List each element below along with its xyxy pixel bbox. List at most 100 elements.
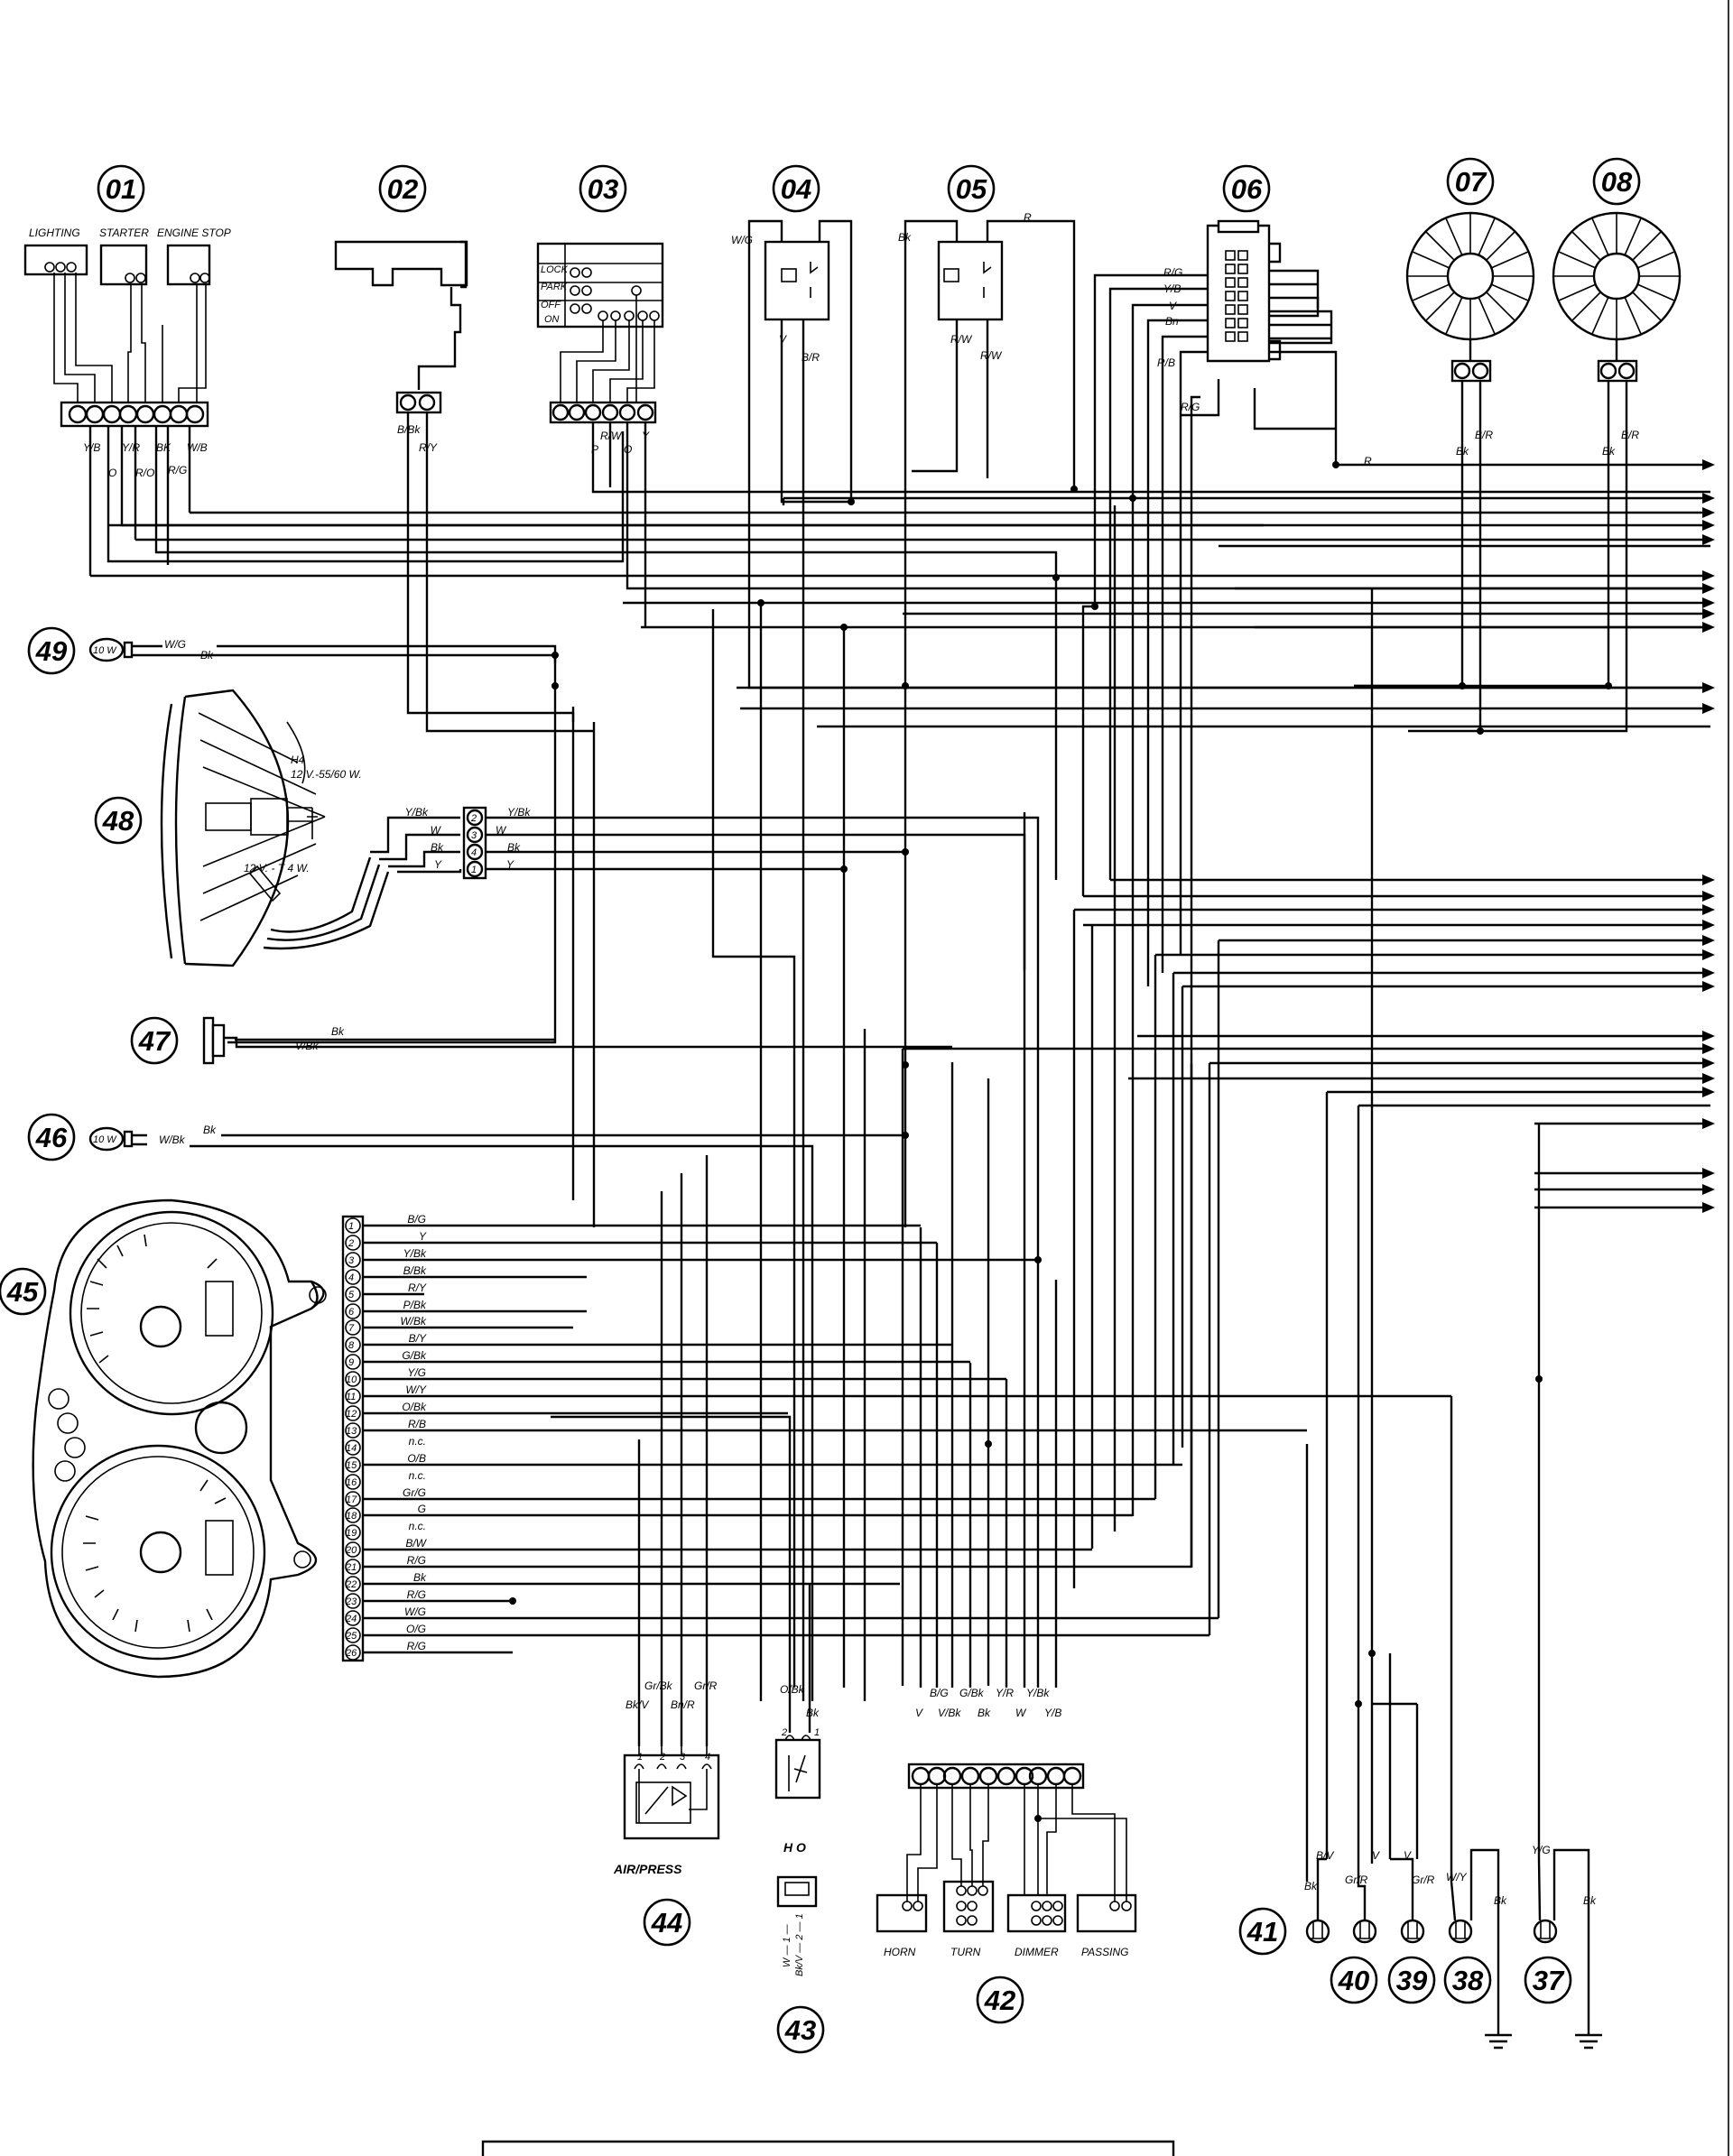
svg-text:08: 08 bbox=[1601, 166, 1633, 198]
junction-dots bbox=[509, 461, 1612, 1822]
component-06-connector bbox=[1081, 219, 1338, 1568]
svg-text:47: 47 bbox=[138, 1025, 171, 1057]
svg-text:H O: H O bbox=[783, 1840, 806, 1855]
dash-pin-wire-label: R/G bbox=[407, 1588, 426, 1601]
svg-text:8: 8 bbox=[348, 1340, 355, 1351]
wire-label: V bbox=[779, 333, 787, 346]
wire-label: O bbox=[108, 467, 116, 479]
wire-label: Y/Bk bbox=[1026, 1687, 1050, 1699]
wire-label: W/Y bbox=[1446, 1871, 1468, 1883]
wire-label: V bbox=[1372, 1849, 1380, 1862]
svg-text:46: 46 bbox=[35, 1122, 68, 1153]
wire-label: V bbox=[1404, 1849, 1412, 1862]
svg-text:39: 39 bbox=[1396, 1965, 1428, 1996]
svg-text:05: 05 bbox=[956, 173, 987, 205]
component-badge-04: 04 bbox=[772, 164, 820, 213]
svg-text:13: 13 bbox=[346, 1426, 357, 1437]
wire-label: W bbox=[1015, 1707, 1027, 1719]
svg-text:22: 22 bbox=[345, 1579, 357, 1590]
component-badge-08: 08 bbox=[1592, 157, 1641, 206]
svg-text:2: 2 bbox=[348, 1238, 354, 1249]
svg-text:42: 42 bbox=[984, 1985, 1015, 2016]
dash-pin-wire-label: O/Bk bbox=[402, 1401, 427, 1413]
component-badge-41: 41 bbox=[1238, 1907, 1287, 1956]
dash-pin-wire-label: n.c. bbox=[409, 1520, 426, 1532]
svg-text:40: 40 bbox=[1338, 1965, 1369, 1996]
wire-label: B/Bk bbox=[397, 423, 421, 436]
wire-label: Bk bbox=[806, 1707, 820, 1719]
dash-pin-wire-label: O/B bbox=[407, 1452, 426, 1465]
dash-connector-wires: B/GYY/BkB/BkR/YP/BkW/BkB/YG/BkY/GW/YO/Bk… bbox=[363, 1213, 1451, 1654]
wire-label: Bk bbox=[1602, 445, 1616, 458]
wire-label: R/B bbox=[1157, 356, 1175, 369]
wire-label: Bk bbox=[898, 231, 912, 244]
wire-label: B/R bbox=[1475, 429, 1493, 441]
wire-label: W/G bbox=[731, 234, 753, 246]
component-badge-49: 49 bbox=[27, 626, 76, 675]
svg-text:5: 5 bbox=[348, 1290, 355, 1300]
wire-label: Bk bbox=[978, 1707, 991, 1719]
svg-text:Y: Y bbox=[506, 858, 514, 871]
svg-text:38: 38 bbox=[1452, 1965, 1484, 1996]
svg-text:10 W: 10 W bbox=[93, 645, 117, 656]
wire-label: Bk bbox=[203, 1124, 217, 1136]
wire-label: R/O bbox=[135, 467, 154, 479]
svg-text:23: 23 bbox=[345, 1596, 357, 1607]
wire-label: R/W bbox=[980, 349, 1003, 362]
wire-label: R bbox=[1024, 211, 1032, 224]
wire-label: Bk bbox=[1304, 1880, 1318, 1892]
dash-pin-wire-label: O/G bbox=[406, 1623, 426, 1635]
dash-connector-labels: 1 2 3 4 5 6 7 8 9 10 11 12 13 14 15 16 1… bbox=[345, 1221, 357, 1659]
svg-text:W — 1 —: W — 1 — bbox=[782, 1923, 792, 1967]
wire-label: Gr/R bbox=[1345, 1874, 1368, 1886]
svg-text:HORN: HORN bbox=[884, 1946, 916, 1958]
svg-text:3: 3 bbox=[680, 1752, 686, 1763]
svg-text:43: 43 bbox=[784, 2014, 816, 2046]
dash-pin-wire-label: R/G bbox=[407, 1640, 426, 1652]
svg-text:9: 9 bbox=[348, 1357, 354, 1368]
wire-label: Y/R bbox=[122, 441, 140, 454]
wire-label: W/G bbox=[164, 638, 186, 651]
wire-label: O/Bk bbox=[780, 1683, 805, 1696]
wire-label: G/Bk bbox=[959, 1687, 985, 1699]
wire-label: B/G bbox=[930, 1687, 949, 1699]
wire-label: Y/B bbox=[1163, 282, 1181, 295]
svg-text:12 V.-55/60 W.: 12 V.-55/60 W. bbox=[291, 768, 362, 781]
page-frame bbox=[481, 0, 1729, 2156]
svg-text:25: 25 bbox=[345, 1631, 357, 1642]
svg-text:Bk: Bk bbox=[507, 841, 521, 854]
component-45-instrument-cluster bbox=[32, 1198, 365, 1679]
component-badge-06: 06 bbox=[1222, 164, 1271, 213]
component-badge-38: 38 bbox=[1443, 1956, 1492, 2004]
wire-label: BK bbox=[156, 441, 171, 454]
svg-text:4: 4 bbox=[348, 1272, 354, 1283]
svg-text:6: 6 bbox=[348, 1307, 355, 1318]
svg-text:1: 1 bbox=[471, 865, 477, 875]
component-badge-03: 03 bbox=[579, 164, 627, 213]
svg-text:15: 15 bbox=[346, 1460, 357, 1471]
component-07-fan bbox=[1354, 211, 1535, 733]
svg-text:LOCK: LOCK bbox=[541, 264, 569, 275]
component-41-sensor bbox=[1305, 1857, 1330, 1944]
wire-label: Bk bbox=[200, 649, 214, 662]
svg-text:Y/Bk: Y/Bk bbox=[405, 806, 429, 819]
wire-label: B/R bbox=[1621, 429, 1639, 441]
wire-label: V/Bk bbox=[295, 1040, 319, 1052]
svg-text:24: 24 bbox=[345, 1614, 357, 1624]
wire-label: Y/G bbox=[1532, 1844, 1551, 1856]
svg-text:04: 04 bbox=[781, 173, 811, 205]
svg-text:2: 2 bbox=[781, 1727, 787, 1738]
dash-pin-wire-label: W/G bbox=[404, 1605, 426, 1618]
svg-text:49: 49 bbox=[35, 635, 68, 667]
wire-label: R/G bbox=[1163, 266, 1182, 279]
svg-text:12 V. - T 4 W.: 12 V. - T 4 W. bbox=[244, 862, 310, 874]
dash-pin-wire-label: B/Y bbox=[409, 1332, 427, 1345]
svg-text:Bk/V — 2 — 1: Bk/V — 2 — 1 bbox=[794, 1913, 805, 1976]
svg-text:TURN: TURN bbox=[950, 1946, 981, 1958]
component-40-sensor bbox=[1352, 1868, 1377, 1944]
wire-label: Y bbox=[642, 430, 650, 442]
wire-label: Bk bbox=[331, 1025, 345, 1038]
svg-text:AIR/PRESS: AIR/PRESS bbox=[613, 1862, 682, 1876]
